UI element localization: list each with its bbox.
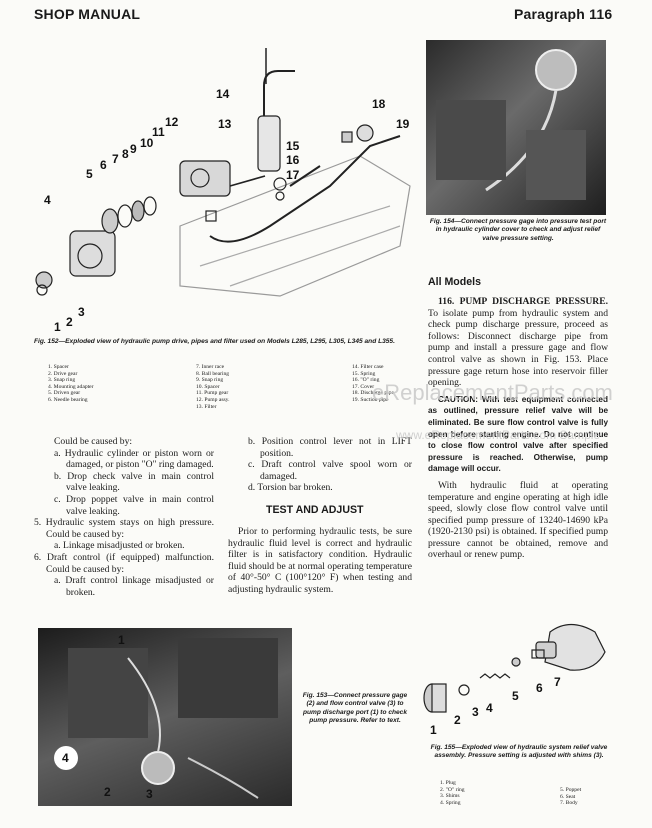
fig154-photo (426, 40, 606, 215)
fig155-parts-col1: 1. Plug 2. "O" ring 3. Shims 4. Spring (440, 780, 465, 806)
fig152-parts-col2: 7. Inner race 8. Ball bearing 9. Snap ri… (196, 364, 230, 410)
fig152-parts-col1: 1. Spacer 2. Drive gear 3. Snap ring 4. … (48, 364, 94, 404)
fig153-caption: Fig. 153—Connect pressure gage (2) and f… (302, 692, 408, 725)
text-line: 5. Hydraulic system stays on high pressu… (34, 517, 214, 540)
callout-13: 13 (218, 117, 232, 131)
header-right: Paragraph 116 (514, 6, 613, 22)
part-item: 4. Spring (440, 799, 461, 806)
watermark-sub: www.eReplacementParts.com Sample (396, 428, 601, 442)
part-item: 11. Pump gear (196, 390, 229, 397)
fig152-caption: Fig. 152—Exploded view of hydraulic pump… (34, 338, 395, 345)
part-item: 15. Spring (352, 370, 376, 377)
callout-4: 4 (44, 193, 51, 207)
right-column-text: 116. PUMP DISCHARGE PRESSURE. To isolate… (428, 296, 608, 561)
part-item: 16. "O" ring (352, 377, 380, 384)
callout-2: 2 (66, 315, 73, 329)
callout-18: 18 (372, 97, 386, 111)
callout-2: 2 (454, 713, 461, 727)
text-line: Could be caused by: (54, 436, 133, 447)
fig155-diagram: 1 2 3 4 5 6 7 (423, 623, 606, 737)
text-line: 6. Draft control (if equipped) malfuncti… (34, 551, 214, 575)
paragraph-116-lead: 116. PUMP DISCHARGE PRESSURE. (438, 296, 608, 307)
part-item: 18. Discharge pipe (352, 390, 394, 397)
test-and-adjust-heading: TEST AND ADJUST (266, 504, 364, 516)
callout-3: 3 (146, 787, 153, 801)
paragraph-116-text: To isolate pump from hydraulic system an… (428, 307, 608, 389)
watermark-main: eReplacementParts.com (372, 380, 613, 405)
callout-11: 11 (152, 125, 165, 139)
part-item: 12. Pump assy. (196, 396, 230, 403)
part-item: 17. Cover (352, 383, 375, 390)
fig152-parts-col3: 14. Filter case 15. Spring 16. "O" ring … (352, 364, 394, 404)
all-models-heading: All Models (428, 276, 481, 288)
text-line: c. Drop poppet valve in main control val… (54, 493, 214, 517)
header-left: SHOP MANUAL (34, 6, 141, 22)
text-line: c. Draft control valve spool worn or dam… (248, 459, 412, 482)
callout-4: 4 (62, 751, 69, 765)
callout-1: 1 (54, 320, 61, 334)
callout-4: 4 (486, 701, 493, 715)
part-item: 10. Spacer (196, 383, 220, 390)
text-line: a. Hydraulic cylinder or piston worn or … (54, 447, 214, 471)
part-item: 7. Body (560, 800, 578, 807)
callout-12: 12 (165, 115, 179, 129)
fig155-callouts: 1 2 3 4 5 6 7 (430, 675, 561, 737)
part-item: 6. Needle bearing (48, 396, 88, 403)
callout-1: 1 (118, 633, 125, 647)
part-item: 1. Spacer (48, 364, 69, 370)
part-item: 3. Snap ring (48, 377, 76, 384)
callout-14: 14 (216, 87, 230, 101)
part-item: 7. Inner race (196, 364, 225, 370)
callout-19: 19 (396, 117, 410, 131)
callout-8: 8 (122, 147, 129, 161)
callout-5: 5 (512, 689, 519, 703)
part-item: 9. Snap ring (196, 377, 224, 384)
fig152-callouts: 1 2 3 4 5 6 7 8 9 10 11 12 13 14 15 16 1… (44, 87, 410, 334)
caution-text: CAUTION: With test equipment connected a… (428, 394, 608, 474)
part-item: 2. Drive gear (48, 370, 78, 377)
fig154-caption: Fig. 154—Connect pressure gage into pres… (429, 218, 607, 242)
callout-15: 15 (286, 139, 300, 153)
fig153-photo (38, 628, 292, 806)
part-item: 4. Mounting adapter (48, 383, 94, 390)
callout-10: 10 (140, 136, 154, 150)
text-line: b. Position control lever not in LIFT po… (248, 436, 412, 459)
part-item: 1. Plug (440, 780, 456, 786)
callout-9: 9 (130, 142, 137, 156)
middle-column-text: b. Position control lever not in LIFT po… (228, 436, 412, 494)
callout-3: 3 (472, 705, 479, 719)
fig155-parts-col2: 5. Poppet 6. Seat 7. Body (560, 787, 581, 807)
text-line: d. Torsion bar broken. (248, 482, 333, 494)
test-and-adjust-text: Prior to performing hydraulic tests, be … (228, 526, 412, 596)
text-line: a. Draft control linkage misadjusted or … (54, 575, 214, 598)
callout-17: 17 (286, 168, 300, 182)
part-item: 5. Driven gear (48, 390, 81, 397)
part-item: 19. Suction pipe (352, 396, 389, 403)
callout-1: 1 (430, 723, 437, 737)
callout-7: 7 (554, 675, 561, 689)
text-line: a. Linkage misadjusted or broken. (54, 540, 185, 552)
fig153-callouts: 1 2 3 4 (62, 633, 153, 801)
part-item: 3. Shims (440, 793, 460, 800)
text-paragraph: Prior to performing hydraulic tests, be … (228, 526, 412, 595)
part-item: 13. Filter (196, 403, 217, 410)
part-item: 6. Seat (560, 793, 576, 800)
part-item: 2. "O" ring (440, 786, 465, 793)
callout-7: 7 (112, 152, 119, 166)
left-column-text: Could be caused by: a. Hydraulic cylinde… (34, 436, 214, 598)
callout-6: 6 (100, 158, 107, 172)
callout-5: 5 (86, 167, 93, 181)
callout-16: 16 (286, 153, 300, 167)
callout-2: 2 (104, 785, 111, 799)
callout-3: 3 (78, 305, 85, 319)
paragraph-2-text: With hydraulic fluid at operating temper… (428, 479, 608, 561)
part-item: 5. Poppet (560, 787, 582, 793)
part-item: 14. Filter case (352, 364, 384, 370)
fig152-diagram: 1 2 3 4 5 6 7 8 9 10 11 12 13 14 15 16 1… (35, 48, 411, 334)
callout-6: 6 (536, 681, 543, 695)
part-item: 8. Ball bearing (196, 370, 230, 377)
fig155-caption: Fig. 155—Exploded view of hydraulic syst… (430, 744, 608, 760)
text-line: b. Drop check valve in main control valv… (54, 470, 214, 494)
